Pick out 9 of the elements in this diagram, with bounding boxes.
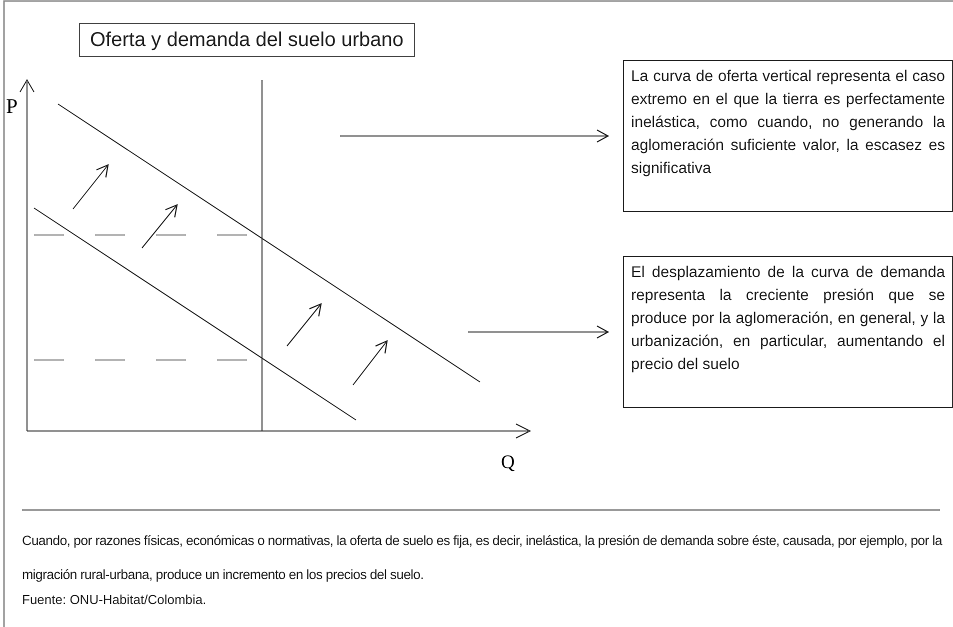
caption-text: Cuando, por razones físicas, económicas o normativas, la oferta de suelo es fija, es decir, inelástica, la presión de demanda sobre éste, causada, por ejemplo, por la migración rural-urbana, produce un incremento en los precios del suelo. bbox=[22, 532, 944, 584]
arrow bbox=[468, 325, 609, 339]
text-box: El desplazamiento de la curva de demanda representa la creciente presión que se produce por la aglomeración, en general, y la urbanización, en particular, aumentando el precio del suelo bbox=[623, 256, 953, 408]
arrow bbox=[340, 129, 609, 143]
text-box: La curva de oferta vertical representa el caso extremo en el que la tierra es perfectamente inelástica, como cuando, no generando la aglomeración suficiente valor, la escasez es significativa bbox=[623, 60, 953, 212]
axis-label: P bbox=[6, 94, 18, 119]
source-note: Fuente: ONU-Habitat/Colombia. bbox=[22, 592, 206, 607]
title-box: Oferta y demanda del suelo urbano bbox=[79, 23, 415, 57]
axis-label: Q bbox=[501, 452, 515, 474]
